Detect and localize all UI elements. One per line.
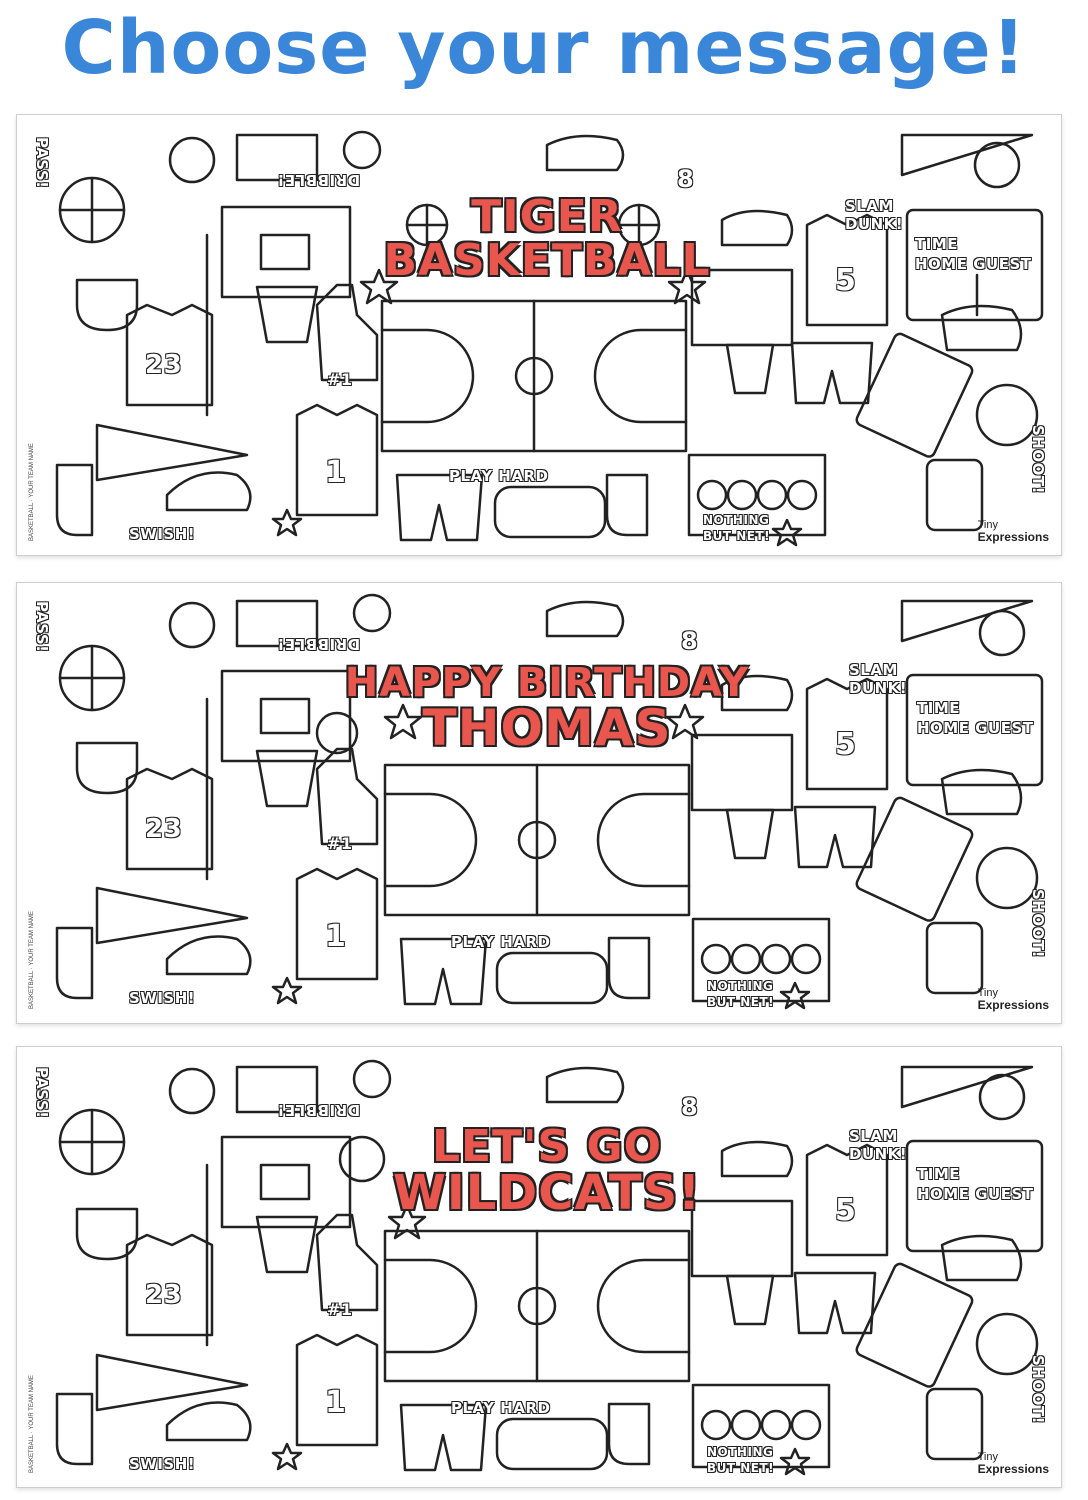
label-slam: SLAM <box>849 661 898 679</box>
label-dribble: DRIBBLE! <box>277 171 361 189</box>
tag-number-8: 8 <box>677 165 695 193</box>
label-swish: SWISH! <box>129 1455 196 1473</box>
label-shoot: SHOOT! <box>1029 889 1047 958</box>
label-dunk: DUNK! <box>849 1145 908 1163</box>
label-time: TIME <box>917 699 960 717</box>
jersey-number-1: 1 <box>325 919 347 954</box>
jersey-number-1: 1 <box>325 1385 347 1420</box>
label-but-net: BUT NET! <box>707 995 775 1009</box>
label-swish: SWISH! <box>129 989 196 1007</box>
foam-finger-number: #1 <box>327 370 353 389</box>
credit-text: BASKETBALL · YOUR TEAM NAME <box>29 1375 35 1473</box>
credit-text: BASKETBALL · YOUR TEAM NAME <box>29 443 35 541</box>
label-play-hard: PLAY HARD <box>451 1399 551 1417</box>
poster-message: TIGER BASKETBALL <box>347 195 747 283</box>
coloring-art <box>55 1059 1044 1476</box>
credit-text: BASKETBALL · YOUR TEAM NAME <box>29 911 35 1009</box>
jersey-number-5: 5 <box>835 727 857 762</box>
message-line-1: LET'S GO <box>431 1121 663 1172</box>
coloring-art <box>55 593 1044 1010</box>
label-swish: SWISH! <box>129 525 196 543</box>
tag-number-8: 8 <box>681 627 699 655</box>
label-but-net: BUT NET! <box>703 529 771 543</box>
poster-lets-go-wildcats[interactable]: LET'S GO WILDCATS! PASS! DRIBBLE! SLAM D… <box>16 1046 1062 1488</box>
label-home-guest: HOME GUEST <box>915 255 1032 273</box>
label-shoot: SHOOT! <box>1029 1355 1047 1424</box>
poster-tiger-basketball[interactable]: TIGER BASKETBALL PASS! DRIBBLE! SLAM DUN… <box>16 114 1062 556</box>
jersey-number-5: 5 <box>835 263 857 298</box>
label-time: TIME <box>917 1165 960 1183</box>
jersey-number-23: 23 <box>145 350 183 380</box>
label-slam: SLAM <box>845 197 894 215</box>
label-play-hard: PLAY HARD <box>451 933 551 951</box>
foam-finger-number: #1 <box>327 834 353 853</box>
poster-message: LET'S GO WILDCATS! <box>347 1121 747 1221</box>
label-shoot: SHOOT! <box>1029 425 1047 494</box>
label-but-net: BUT NET! <box>707 1461 775 1475</box>
label-play-hard: PLAY HARD <box>449 467 549 485</box>
poster-message: HAPPY BIRTHDAY THOMAS <box>337 663 757 753</box>
label-nothing: NOTHING <box>707 979 774 993</box>
brand-logo: Tiny Expressions <box>977 1451 1049 1476</box>
label-dunk: DUNK! <box>849 679 908 697</box>
message-line-1: HAPPY BIRTHDAY <box>344 660 750 706</box>
foam-finger-number: #1 <box>327 1300 353 1319</box>
label-dunk: DUNK! <box>845 215 904 233</box>
message-line-1: TIGER <box>471 191 623 242</box>
label-time: TIME <box>915 235 958 253</box>
jersey-number-23: 23 <box>145 814 183 844</box>
label-pass: PASS! <box>33 601 51 653</box>
label-pass: PASS! <box>33 1067 51 1119</box>
poster-happy-birthday[interactable]: HAPPY BIRTHDAY THOMAS PASS! DRIBBLE! SLA… <box>16 582 1062 1024</box>
label-nothing: NOTHING <box>707 1445 774 1459</box>
label-pass: PASS! <box>33 137 51 189</box>
message-line-2: BASKETBALL <box>383 235 711 286</box>
label-slam: SLAM <box>849 1127 898 1145</box>
message-line-2: THOMAS <box>422 699 672 757</box>
jersey-number-1: 1 <box>325 455 347 490</box>
jersey-number-5: 5 <box>835 1193 857 1228</box>
label-home-guest: HOME GUEST <box>917 1185 1034 1203</box>
brand-logo: Tiny Expressions <box>977 987 1049 1012</box>
tag-number-8: 8 <box>681 1093 699 1121</box>
headline: Choose your message! <box>61 5 1027 91</box>
label-dribble: DRIBBLE! <box>277 1101 361 1119</box>
label-home-guest: HOME GUEST <box>917 719 1034 737</box>
jersey-number-23: 23 <box>145 1280 183 1310</box>
label-dribble: DRIBBLE! <box>277 635 361 653</box>
label-nothing: NOTHING <box>703 513 770 527</box>
coloring-art <box>55 130 1044 547</box>
message-line-2: WILDCATS! <box>392 1165 702 1221</box>
brand-logo: Tiny Expressions <box>977 519 1049 544</box>
